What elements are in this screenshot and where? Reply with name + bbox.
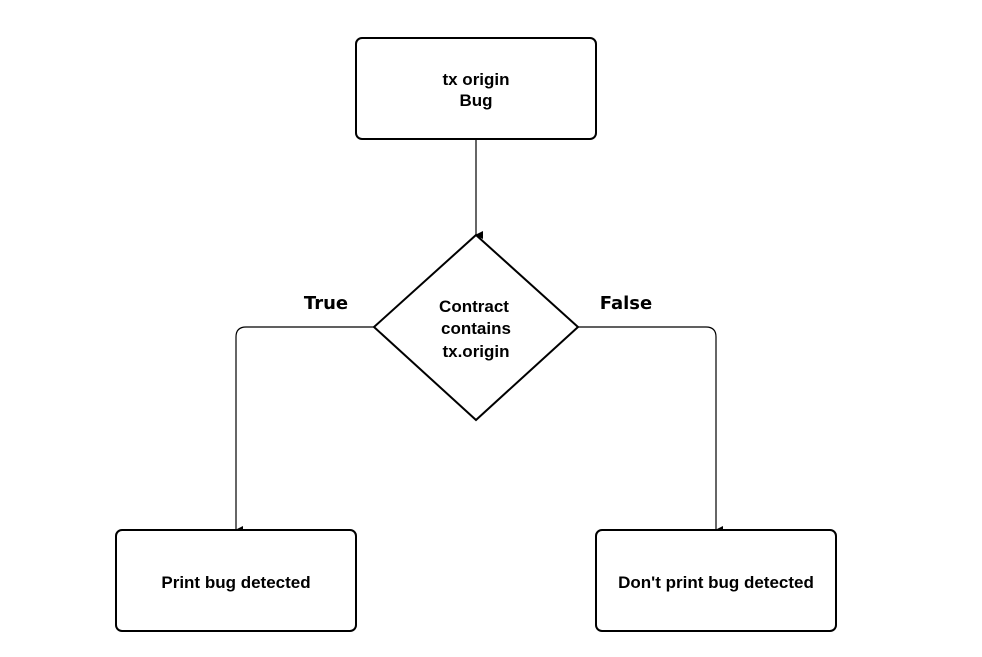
decision-diamond (372, 233, 580, 422)
start-node: tx origin Bug (355, 37, 597, 140)
true-action-box (115, 529, 357, 632)
decision-line2: contains (441, 319, 511, 338)
edge-false-branch (578, 326, 723, 534)
edge-label-true: True (304, 293, 348, 314)
false-action-label: Don't print bug detected (618, 573, 814, 592)
false-action-node: Don't print bug detected (595, 529, 837, 632)
edge-label-false: False (600, 293, 652, 314)
decision-node: Contract contains tx.origin (372, 233, 580, 422)
true-action-node: Print bug detected (115, 529, 357, 632)
start-node-line2: Bug (459, 91, 492, 110)
decision-line1: Contract (439, 297, 509, 316)
false-action-box (595, 529, 837, 632)
decision-line3: tx.origin (442, 342, 509, 361)
start-node-line1: tx origin (442, 70, 509, 89)
edge-true-branch (235, 326, 374, 534)
true-action-label: Print bug detected (161, 573, 310, 592)
